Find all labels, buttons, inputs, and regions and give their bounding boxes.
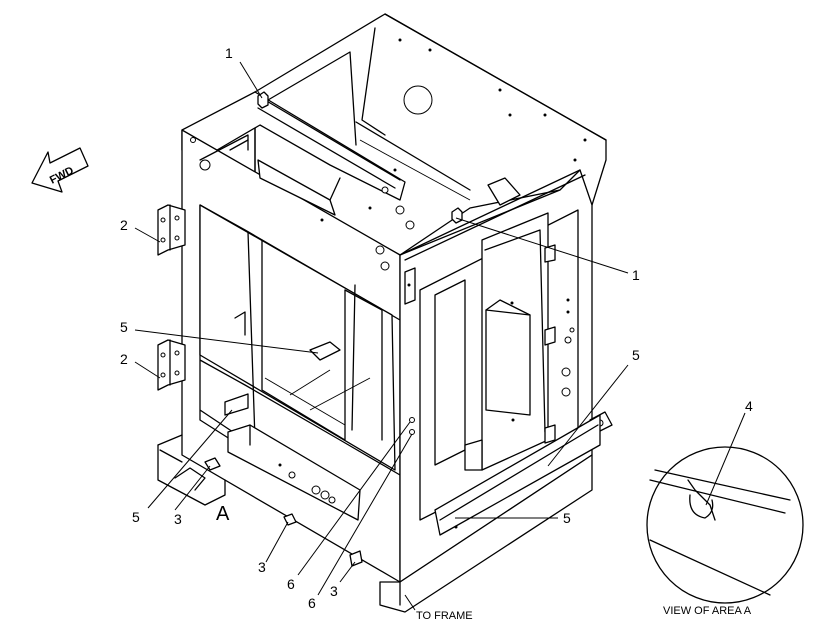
area-a-letter: A xyxy=(216,503,230,525)
callout-1-top: 1 xyxy=(225,45,233,61)
cab-frame-assembly xyxy=(157,13,613,613)
hinge-lower xyxy=(157,339,186,391)
hinge-upper xyxy=(157,204,186,256)
callout-5-left-lower: 5 xyxy=(132,509,140,525)
callout-2-lower: 2 xyxy=(120,351,128,367)
callout-4: 4 xyxy=(745,398,753,414)
leader-lines xyxy=(134,61,746,611)
callout-5-right-lower: 5 xyxy=(563,510,571,526)
callout-3-left: 3 xyxy=(174,511,182,527)
callout-6-upper: 6 xyxy=(287,576,295,592)
fwd-arrow-icon: FWD xyxy=(31,147,89,193)
callout-3-right: 3 xyxy=(330,583,338,599)
detail-view-area-a xyxy=(646,446,804,604)
callout-1-right: 1 xyxy=(632,267,640,283)
callout-3-mid: 3 xyxy=(258,559,266,575)
view-of-area-a-label: VIEW OF AREA A xyxy=(663,605,752,617)
callout-5-right-upper: 5 xyxy=(632,347,640,363)
callout-2-upper: 2 xyxy=(120,217,128,233)
callout-labels: 1 1 2 2 5 5 3 A 3 6 3 6 5 5 4 TO FRAME V… xyxy=(120,45,753,622)
callout-6-lower: 6 xyxy=(308,595,316,611)
callout-5-left-upper: 5 xyxy=(120,319,128,335)
to-frame-label: TO FRAME xyxy=(416,610,473,622)
